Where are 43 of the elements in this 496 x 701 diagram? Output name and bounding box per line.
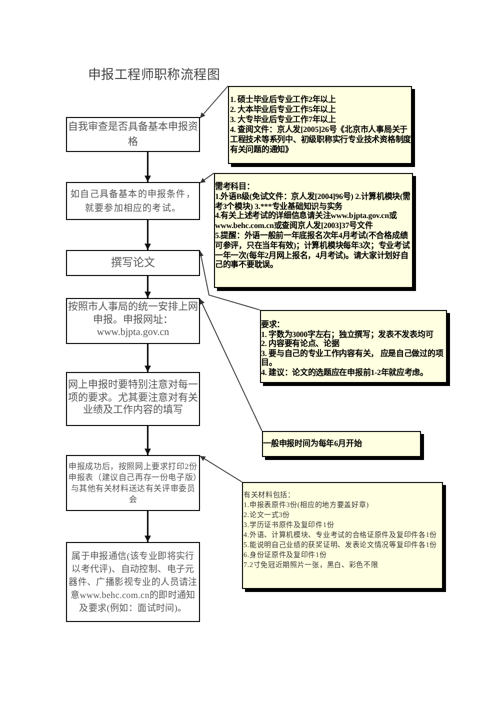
note-text: 4. 查阅文件：京人发[2005]26号《北京市人事局关于工程技术等系列中、初级职称实行专业技术资格制度有关问题的通知》 (230, 125, 411, 155)
note-text: 1. 字数为3000字左右；独立撰写；发表不发表均可 (261, 330, 434, 339)
arrow (200, 172, 214, 184)
arrow (144, 344, 151, 372)
box-text: 自我审查是否具备基本申报资格 (68, 120, 198, 150)
note-text: 1.外语B级(免试文件：京人发[2004]96号) 2.计算机模块(需考3个模块) 3.***专业基础知识与实务 (215, 192, 411, 212)
arrow (144, 426, 151, 455)
arrow (144, 511, 151, 542)
process-box (66, 182, 200, 220)
note-text: 3. 要与自己的专业工作内容有关， 应是自己做过的项目。 (261, 348, 444, 368)
note-text: 一般申报时间为每年6月开始 (263, 439, 363, 449)
note-text: 5.提醒：外语一般前一年底报名次年4月考试(不合格成绩可参评，只在当年有效)；计算机模块每年3次；专业考试一年一次(每年2月网上报名，4月考试)。请大家计划好自己的事不要耽误。 (215, 230, 411, 270)
process-box (66, 250, 200, 276)
note-box (214, 173, 416, 291)
arrow (200, 298, 262, 432)
note-box (260, 310, 450, 386)
note-text: 2. 大本毕业后专业工作5年以上 (230, 105, 337, 114)
note-text: 2. 内容要有论点、论据 (261, 339, 340, 348)
note-text: 1. 硕士毕业后专业工作2年以上 (230, 95, 337, 104)
process-box (66, 372, 200, 426)
note-text: 需考科目： (215, 182, 256, 192)
note-text: 4.有关上述考试的详细信息请关注www.bjpta.gov.cn或www.behc.com.cn或查阅京人发[2003]37号文件 (215, 211, 398, 230)
process-box (66, 542, 200, 622)
arrow (198, 250, 260, 310)
arrow (144, 220, 151, 250)
box-text: 属于申报通信(该专业即将实行以考代评)、自动控制、电子元器件、广播影视专业的人员请注意www.behc.com.cn的即时通知及要求(例如：面试时间)。 (68, 550, 198, 614)
note-text: 要求： (261, 320, 286, 330)
box-text: 申报成功后，按照网上要求打印2份申报表（建议自己再存一份电子版）与其他有关材料送达有关评审委员会 (68, 461, 198, 505)
note-box (242, 482, 446, 592)
process-box (66, 455, 200, 511)
box-text: 网上申报时要特别注意对每一项的要求。尤其要注意对有关业绩及工作内容的填写 (68, 380, 198, 418)
arrow (144, 152, 151, 182)
title: 申报工程师职称流程图 (88, 67, 220, 83)
arrow (200, 86, 228, 118)
arrow (200, 456, 242, 482)
box-text: 按照市人事局的统一安排上网申报。申报网址：www.bjpta.gov.cn (68, 302, 198, 340)
note-text: 4. 建议：论文的选题应在申报前1-2年就应考虑。 (261, 368, 429, 378)
note-text: 3. 大专毕业后专业工作7年以上 (230, 115, 337, 124)
note-box (228, 86, 415, 167)
arrow (144, 276, 151, 298)
box-text: 撰写论文 (110, 256, 156, 270)
box-text: 如自己具备基本的申报条件，就要参加相应的考试。 (70, 188, 196, 215)
note-box (262, 431, 424, 460)
